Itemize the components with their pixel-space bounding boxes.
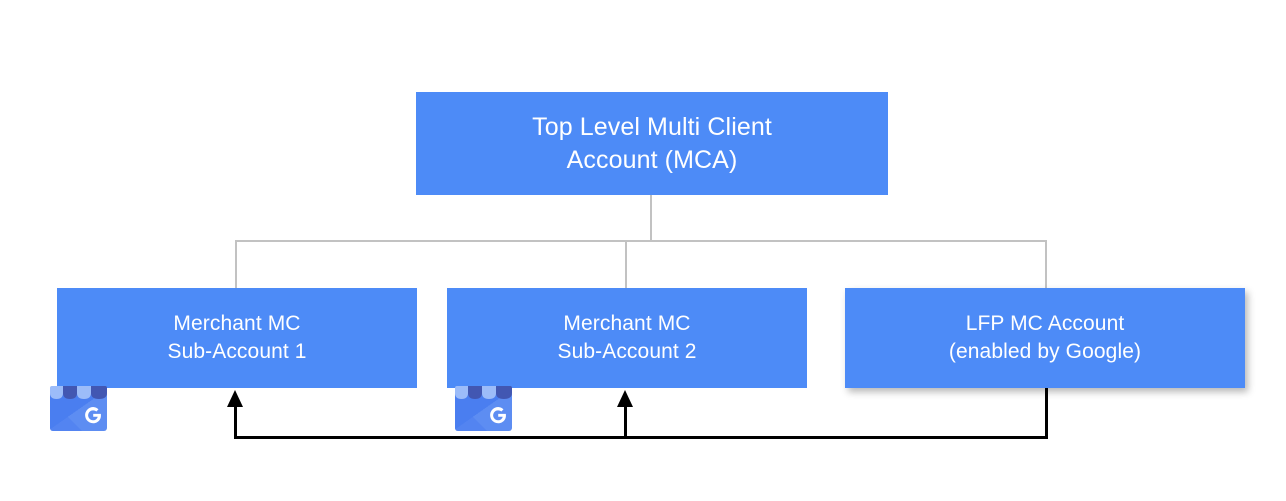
node-merchant-sub-account-2[interactable]: Merchant MC Sub-Account 2 [447, 288, 807, 388]
connector-leg-sub2 [625, 240, 627, 288]
connector-horizontal-bar [235, 240, 1047, 242]
connector-leg-lfp [1045, 240, 1047, 288]
feedback-edge-lfp-down [1045, 388, 1048, 439]
node-lfp-mc-account-line2: (enabled by Google) [948, 340, 1142, 363]
connector-root-stem [650, 195, 652, 242]
node-merchant-sub-account-1-line2: Sub-Account 1 [167, 340, 307, 363]
google-my-business-icon [455, 386, 512, 431]
node-top-level-mca[interactable]: Top Level Multi Client Account (MCA) [416, 92, 888, 195]
node-lfp-mc-account-line1: LFP MC Account [965, 312, 1125, 336]
node-lfp-mc-account[interactable]: LFP MC Account (enabled by Google) [845, 288, 1245, 388]
node-merchant-sub-account-2-line1: Merchant MC [563, 312, 691, 336]
arrow-head-sub1 [227, 390, 243, 407]
node-top-level-mca-line2: Account (MCA) [566, 145, 738, 174]
google-my-business-icon [50, 386, 107, 431]
feedback-edge-to-sub1 [234, 404, 237, 439]
node-merchant-sub-account-2-line2: Sub-Account 2 [557, 340, 697, 363]
feedback-edge-to-sub2 [624, 404, 627, 439]
node-merchant-sub-account-1-line1: Merchant MC [173, 312, 301, 336]
node-top-level-mca-line1: Top Level Multi Client [532, 112, 772, 141]
arrow-head-sub2 [617, 390, 633, 407]
node-merchant-sub-account-1[interactable]: Merchant MC Sub-Account 1 [57, 288, 417, 388]
connector-leg-sub1 [235, 240, 237, 288]
feedback-edge-horizontal [234, 436, 1048, 439]
